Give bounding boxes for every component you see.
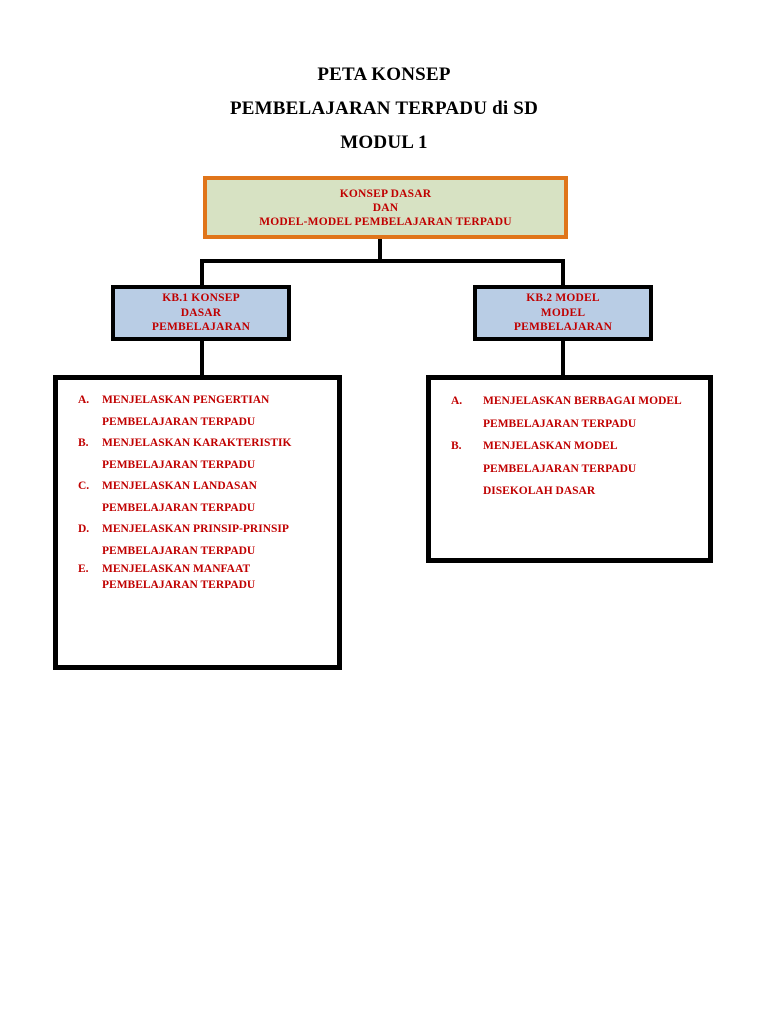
root-node-box: KONSEP DASAR DAN MODEL-MODEL PEMBELAJARA… xyxy=(203,176,568,239)
list-item-marker: C. xyxy=(78,480,90,492)
title-line-3: MODUL 1 xyxy=(340,132,428,153)
list-item-marker: D. xyxy=(78,523,90,535)
root-node-line-3: MODEL-MODEL PEMBELAJARAN TERPADU xyxy=(259,215,512,228)
title-line-2: PEMBELAJARAN TERPADU di SD xyxy=(229,98,538,119)
list-item-text: MENJELASKAN KARAKTERISTIK PEMBELAJARAN T… xyxy=(102,437,292,471)
root-node-line-2: DAN xyxy=(372,201,399,214)
branch-header-kb2-line-3: PEMBELAJARAN xyxy=(513,321,613,334)
list-item-text: MENJELASKAN MANFAAT PEMBELAJARAN TERPADU xyxy=(102,563,256,591)
root-node-line-1: KONSEP DASAR xyxy=(339,187,432,200)
connector-branch-right-down xyxy=(561,259,565,287)
connector-root-stem xyxy=(378,239,382,263)
branch-header-kb1: KB.1 KONSEP DASAR PEMBELAJARAN xyxy=(111,285,291,341)
title-line-1: PETA KONSEP xyxy=(317,64,451,85)
branch-header-kb2-line-1: KB.2 MODEL xyxy=(526,292,600,305)
page-title: PETA KONSEP PEMBELAJARAN TERPADU di SD M… xyxy=(0,58,768,160)
list-item-marker: E. xyxy=(78,563,89,575)
list-item-text: MENJELASKAN PRINSIP-PRINSIP PEMBELAJARAN… xyxy=(102,523,289,557)
branch-header-kb2: KB.2 MODEL MODEL PEMBELAJARAN xyxy=(473,285,653,341)
branch-header-kb1-line-1: KB.1 KONSEP xyxy=(162,292,240,305)
list-item-marker: A. xyxy=(78,394,90,406)
list-item: A. MENJELASKAN BERBAGAI MODEL PEMBELAJAR… xyxy=(439,390,700,435)
list-item: E. MENJELASKAN MANFAAT PEMBELAJARAN TERP… xyxy=(66,562,329,593)
list-item-text: MENJELASKAN MODEL PEMBELAJARAN TERPADU D… xyxy=(483,440,637,497)
list-item-text: MENJELASKAN PENGERTIAN PEMBELAJARAN TERP… xyxy=(102,394,270,428)
list-item-marker: B. xyxy=(78,437,89,449)
connector-kb2-to-list xyxy=(561,339,565,377)
list-item: B. MENJELASKAN KARAKTERISTIK PEMBELAJARA… xyxy=(66,433,329,476)
connector-kb1-to-list xyxy=(200,339,204,377)
connector-horizontal-bar xyxy=(200,259,565,263)
list-item-text: MENJELASKAN BERBAGAI MODEL PEMBELAJARAN … xyxy=(483,395,682,430)
list-item: B. MENJELASKAN MODEL PEMBELAJARAN TERPAD… xyxy=(439,435,700,503)
list-item-marker: B. xyxy=(451,440,462,452)
branch-header-kb2-line-2: MODEL xyxy=(540,306,586,319)
list-item: C. MENJELASKAN LANDASAN PEMBELAJARAN TER… xyxy=(66,476,329,519)
branch-kb1-outcome-list: A. MENJELASKAN PENGERTIAN PEMBELAJARAN T… xyxy=(53,375,342,670)
branch-header-kb1-line-3: PEMBELAJARAN xyxy=(151,321,251,334)
connector-branch-left-down xyxy=(200,259,204,287)
list-item: D. MENJELASKAN PRINSIP-PRINSIP PEMBELAJA… xyxy=(66,519,329,562)
list-item-marker: A. xyxy=(451,395,463,407)
branch-header-kb1-line-2: DASAR xyxy=(180,306,222,319)
branch-kb2-outcome-list: A. MENJELASKAN BERBAGAI MODEL PEMBELAJAR… xyxy=(426,375,713,563)
list-item-text: MENJELASKAN LANDASAN PEMBELAJARAN TERPAD… xyxy=(102,480,257,514)
list-item: A. MENJELASKAN PENGERTIAN PEMBELAJARAN T… xyxy=(66,390,329,433)
